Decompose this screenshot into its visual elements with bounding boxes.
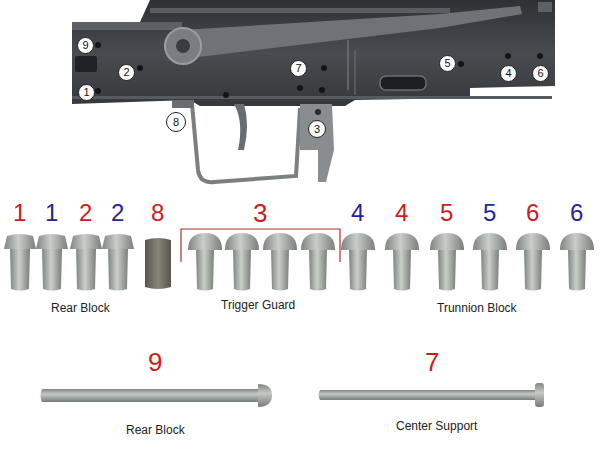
part-number: 6 bbox=[570, 201, 583, 225]
callout-circle: 4 bbox=[500, 65, 517, 82]
part-number: 1 bbox=[13, 201, 26, 225]
callout-circle: 8 bbox=[166, 112, 186, 132]
callout-circle: 3 bbox=[308, 120, 326, 138]
callout-number: 2 bbox=[123, 67, 129, 78]
part-number: 5 bbox=[440, 201, 453, 225]
part-number: 1 bbox=[45, 201, 58, 225]
trigger-group bbox=[172, 100, 334, 182]
part-number: 7 bbox=[425, 349, 439, 375]
rivet-row bbox=[4, 233, 594, 291]
callout-number: 8 bbox=[173, 117, 179, 128]
part-number: 5 bbox=[483, 201, 496, 225]
callout-number: 6 bbox=[537, 68, 543, 79]
part-number: 6 bbox=[526, 201, 539, 225]
callout-number: 4 bbox=[505, 68, 511, 79]
part-number: 2 bbox=[111, 201, 124, 225]
long-pins bbox=[41, 383, 545, 407]
callout-number: 9 bbox=[82, 40, 88, 51]
callout-number: 1 bbox=[83, 87, 89, 98]
callout-number: 3 bbox=[314, 124, 320, 135]
part-number: 8 bbox=[151, 201, 164, 225]
receiver bbox=[72, 0, 555, 106]
callout-circle: 2 bbox=[118, 64, 135, 81]
callout-circle: 7 bbox=[290, 60, 307, 77]
part-number: 2 bbox=[79, 201, 92, 225]
group-name: Rear Block bbox=[51, 302, 110, 314]
group-name: Trunnion Block bbox=[437, 302, 517, 314]
callout-circle: 1 bbox=[78, 84, 95, 101]
group-name: Rear Block bbox=[126, 424, 185, 436]
group-name: Center Support bbox=[396, 420, 477, 432]
group-name: Trigger Guard bbox=[221, 299, 295, 311]
callout-circle: 5 bbox=[439, 55, 456, 72]
part-number: 3 bbox=[253, 200, 267, 226]
callout-number: 7 bbox=[295, 63, 301, 74]
part-number: 4 bbox=[395, 201, 408, 225]
callout-circle: 9 bbox=[77, 37, 94, 54]
callout-number: 5 bbox=[444, 58, 450, 69]
group-bracket bbox=[181, 229, 340, 262]
part-number: 4 bbox=[351, 201, 364, 225]
part-number: 9 bbox=[148, 349, 162, 375]
callout-circle: 6 bbox=[532, 65, 549, 82]
